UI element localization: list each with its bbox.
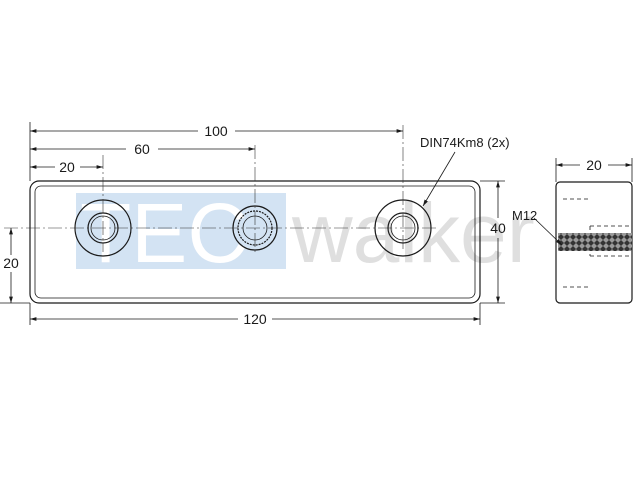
callout-thread-label: M12 (512, 208, 537, 223)
side-thread-section (558, 233, 632, 251)
dim-side-20-label: 20 (586, 157, 602, 173)
callout-thread: M12 (512, 208, 563, 246)
dim-120-label: 120 (243, 311, 267, 327)
dim-120: 120 (29, 311, 480, 327)
hole-right (374, 125, 432, 257)
callout-counterbore-label: DIN74Km8 (2x) (420, 135, 510, 150)
dim-60-label: 60 (134, 141, 150, 157)
dim-20-left: 20 (3, 228, 19, 303)
watermark-box (76, 193, 286, 269)
dim-60: 60 (29, 141, 255, 157)
plate-front-view (4, 125, 481, 304)
dim-100-label: 100 (204, 123, 228, 139)
callout-counterbore: DIN74Km8 (2x) (420, 135, 510, 207)
dim-20-top-label: 20 (59, 159, 75, 175)
hole-left (74, 155, 132, 257)
watermark-brand-part1: TEC (80, 186, 248, 280)
dim-20-left-label: 20 (3, 255, 19, 271)
extension-lines (0, 122, 633, 325)
dim-20-top: 20 (29, 159, 103, 175)
dim-40: 40 (490, 181, 506, 303)
side-view: 20 (555, 157, 633, 304)
watermark-logo: TEC walker (76, 186, 535, 280)
hole-middle-threaded (232, 145, 278, 252)
dim-40-label: 40 (490, 220, 506, 236)
dim-100: 100 (29, 123, 403, 139)
